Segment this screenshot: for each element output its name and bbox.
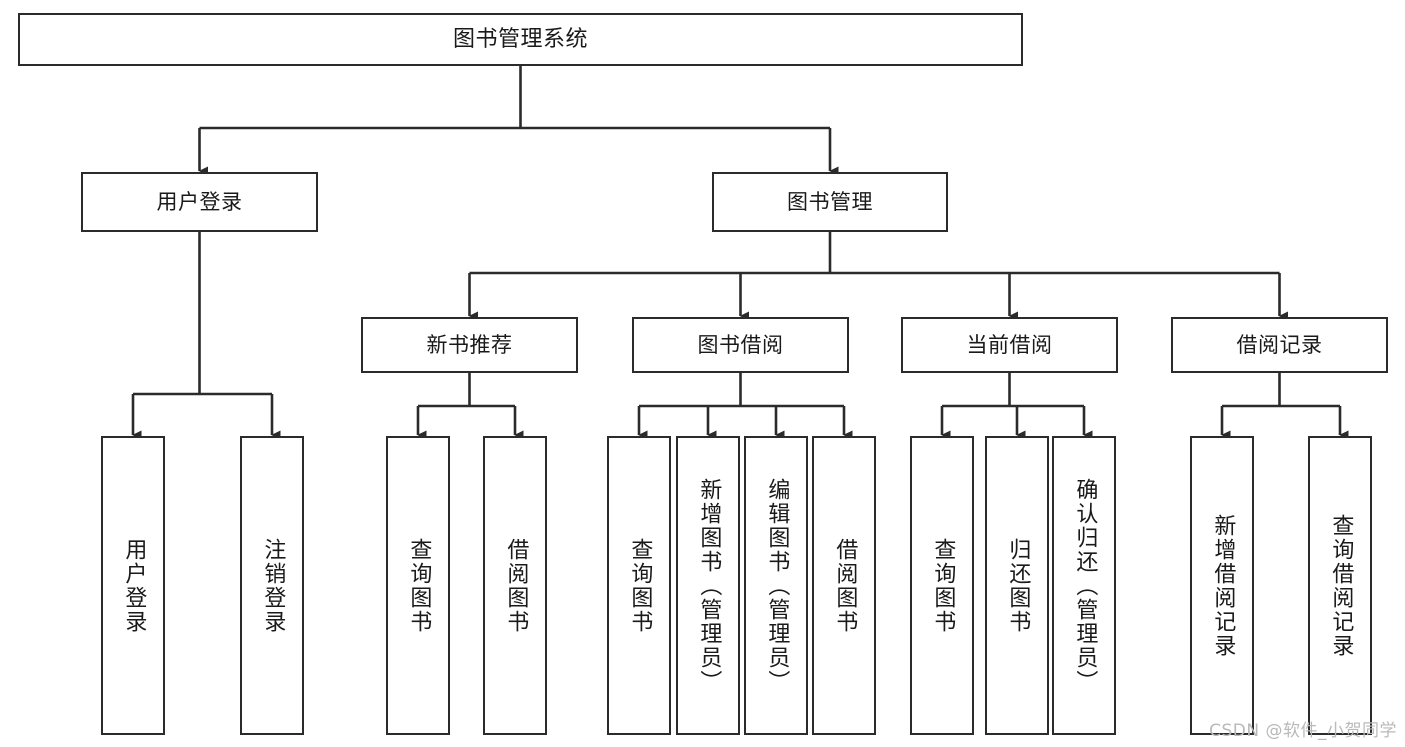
node-leaf-query-book-1[interactable]: 查询图书	[386, 436, 450, 735]
node-label: 当前借阅	[966, 332, 1053, 357]
node-leaf-borrow-book-2[interactable]: 借阅图书	[812, 436, 876, 735]
node-root[interactable]: 图书管理系统	[18, 13, 1023, 66]
node-label: 确认归还（管理员）	[1072, 477, 1098, 694]
node-leaf-return-book[interactable]: 归还图书	[985, 436, 1049, 735]
node-current-borrow[interactable]: 当前借阅	[901, 317, 1118, 373]
node-leaf-query-book-2[interactable]: 查询图书	[607, 436, 671, 735]
node-label: 新增借阅记录	[1210, 513, 1236, 658]
node-leaf-confirm-return[interactable]: 确认归还（管理员）	[1052, 436, 1116, 735]
node-label: 借阅图书	[503, 537, 529, 634]
node-label: 新书推荐	[426, 332, 513, 357]
node-leaf-user-login[interactable]: 用户登录	[101, 436, 165, 735]
node-label: 借阅记录	[1236, 332, 1323, 357]
node-label: 归还图书	[1005, 537, 1031, 634]
node-label: 用户登录	[156, 189, 243, 214]
node-book-borrow[interactable]: 图书借阅	[632, 317, 849, 373]
node-leaf-query-book-3[interactable]: 查询图书	[910, 436, 974, 735]
node-user-login[interactable]: 用户登录	[81, 172, 318, 232]
node-label: 借阅图书	[832, 537, 858, 634]
node-label: 用户登录	[121, 537, 147, 634]
node-leaf-user-logout[interactable]: 注销登录	[240, 436, 304, 735]
node-label: 编辑图书（管理员）	[764, 477, 790, 694]
node-label: 查询图书	[406, 537, 432, 634]
node-label: 图书借阅	[697, 332, 784, 357]
node-label: 图书管理系统	[452, 26, 588, 52]
node-label: 查询图书	[930, 537, 956, 634]
node-leaf-add-record[interactable]: 新增借阅记录	[1190, 436, 1254, 735]
node-label: 图书管理	[787, 189, 873, 214]
node-leaf-borrow-book-1[interactable]: 借阅图书	[483, 436, 547, 735]
node-borrow-record[interactable]: 借阅记录	[1171, 317, 1388, 373]
node-new-book-recommend[interactable]: 新书推荐	[361, 317, 578, 373]
node-leaf-add-book[interactable]: 新增图书（管理员）	[676, 436, 740, 735]
node-label: 注销登录	[260, 537, 286, 634]
node-leaf-query-record[interactable]: 查询借阅记录	[1308, 436, 1372, 735]
node-label: 查询借阅记录	[1328, 513, 1354, 658]
node-label: 新增图书（管理员）	[696, 477, 722, 694]
node-leaf-edit-book[interactable]: 编辑图书（管理员）	[744, 436, 808, 735]
csdn-watermark: CSDN @软件_小贺同学	[1209, 721, 1397, 741]
node-book-manage[interactable]: 图书管理	[712, 172, 948, 232]
node-label: 查询图书	[627, 537, 653, 634]
